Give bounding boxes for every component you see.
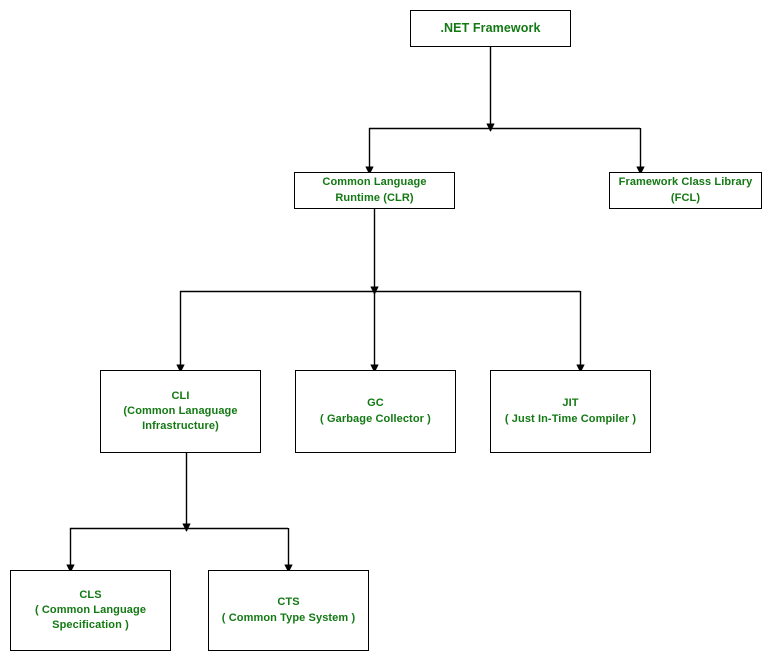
node-cls-line-1: ( Common Language [34,603,147,616]
node-cls-line-2: Specification ) [52,619,129,632]
node-net-framework-line-0: .NET Framework [440,20,541,35]
node-clr-line-0: Common Language [322,176,427,189]
node-net-framework[interactable]: .NET Framework [410,10,571,47]
node-fcl-line-1: (FCL) [670,191,701,204]
node-cls[interactable]: CLS ( Common Language Specification ) [10,570,171,651]
node-gc-line-0: GC [367,397,384,410]
node-cls-line-0: CLS [79,588,102,601]
node-cli-line-0: CLI [171,389,190,402]
node-jit-line-0: JIT [562,397,579,410]
node-cli-line-2: Infrastructure) [142,420,219,433]
node-cli-line-1: (Common Lanaguage [123,404,238,417]
node-clr-line-1: Runtime (CLR) [335,191,414,204]
node-jit[interactable]: JIT ( Just In-Time Compiler ) [490,370,651,453]
node-fcl-line-0: Framework Class Library [618,176,753,189]
node-clr[interactable]: Common Language Runtime (CLR) [294,172,455,209]
node-cts-line-1: ( Common Type System ) [221,611,356,624]
node-fcl[interactable]: Framework Class Library (FCL) [609,172,762,209]
node-cts[interactable]: CTS ( Common Type System ) [208,570,369,651]
node-jit-line-1: ( Just In-Time Compiler ) [504,412,637,425]
node-gc-line-1: ( Garbage Collector ) [320,412,431,425]
node-cli[interactable]: CLI (Common Lanaguage Infrastructure) [100,370,261,453]
node-gc[interactable]: GC ( Garbage Collector ) [295,370,456,453]
node-cts-line-0: CTS [277,596,300,609]
